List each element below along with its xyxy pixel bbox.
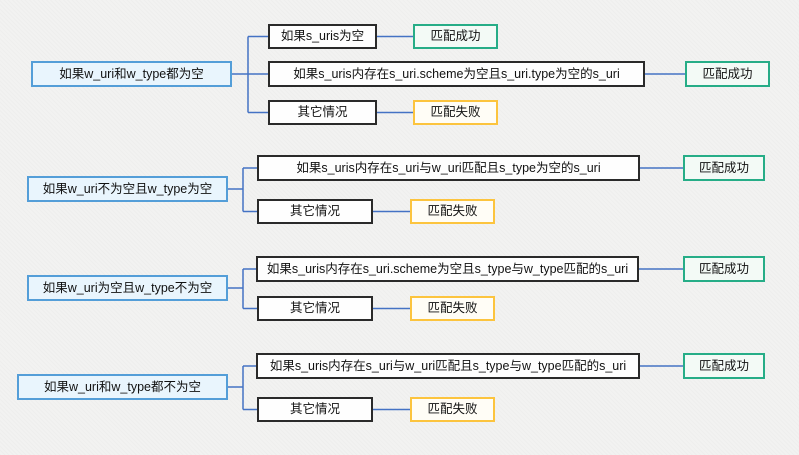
result-success-1-1: 匹配成功 [413, 24, 498, 49]
result-fail-4-2: 匹配失败 [410, 397, 495, 422]
condition-branch-1-3: 其它情况 [268, 100, 377, 125]
condition-branch-4-1: 如果s_uris内存在s_uri与w_uri匹配且s_type与w_type匹配… [256, 353, 640, 379]
condition-branch-1-2: 如果s_uris内存在s_uri.scheme为空且s_uri.type为空的s… [268, 61, 645, 87]
connector-group-4 [228, 365, 683, 411]
condition-branch-2-2: 其它情况 [257, 199, 373, 224]
condition-root-1: 如果w_uri和w_type都为空 [31, 61, 232, 87]
condition-branch-3-2: 其它情况 [257, 296, 373, 321]
condition-branch-2-1: 如果s_uris内存在s_uri与w_uri匹配且s_type为空的s_uri [257, 155, 640, 181]
result-fail-1-3: 匹配失败 [413, 100, 498, 125]
condition-root-3: 如果w_uri为空且w_type不为空 [27, 275, 228, 301]
result-fail-3-2: 匹配失败 [410, 296, 495, 321]
result-success-3-1: 匹配成功 [683, 256, 765, 282]
condition-root-2: 如果w_uri不为空且w_type为空 [27, 176, 228, 202]
condition-branch-4-2: 其它情况 [257, 397, 373, 422]
result-success-1-2: 匹配成功 [685, 61, 770, 87]
connector-group-2 [228, 167, 683, 213]
connector-group-3 [228, 268, 683, 310]
condition-branch-1-1: 如果s_uris为空 [268, 24, 377, 49]
result-success-2-1: 匹配成功 [683, 155, 765, 181]
connector-group-1 [232, 35, 685, 114]
condition-branch-3-1: 如果s_uris内存在s_uri.scheme为空且s_type与w_type匹… [256, 256, 639, 282]
result-success-4-1: 匹配成功 [683, 353, 765, 379]
result-fail-2-2: 匹配失败 [410, 199, 495, 224]
condition-root-4: 如果w_uri和w_type都不为空 [17, 374, 228, 400]
